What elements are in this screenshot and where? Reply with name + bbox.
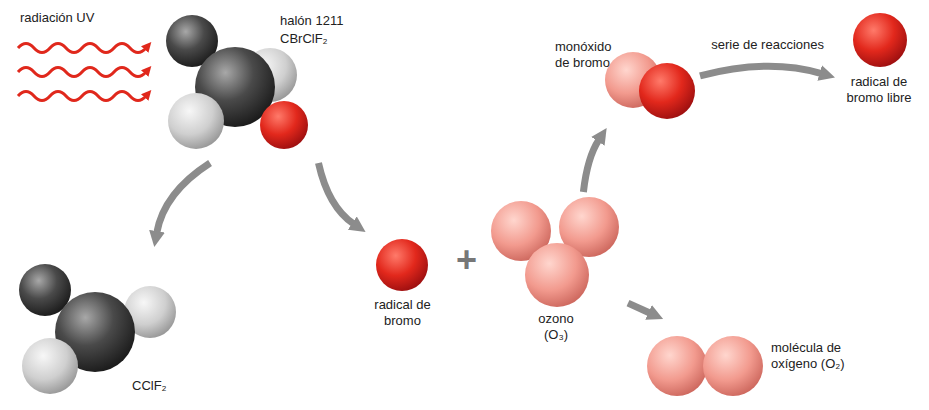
atom-sphere	[260, 101, 308, 149]
oxygen-molecule: molécula de oxígeno (O₂)	[645, 322, 882, 407]
arrow-label: serie de reacciones	[707, 36, 828, 54]
reaction-arrow	[583, 140, 599, 192]
atom-sphere	[525, 243, 589, 307]
molecule-drawing	[645, 322, 880, 407]
uv-wave	[18, 92, 146, 101]
reaction-arrow	[157, 163, 210, 233]
cclf2-molecule: CClF₂	[10, 250, 195, 400]
atom-sphere	[853, 13, 907, 67]
uv-wave	[18, 44, 146, 53]
reaction-arrow	[318, 163, 353, 224]
molecule-drawing	[10, 250, 195, 400]
uv-wave	[18, 68, 146, 77]
molecule-drawing	[160, 5, 365, 160]
molecule-label: CBrClF₂	[280, 31, 365, 47]
plus-sign: +	[456, 238, 477, 281]
ozone-molecule: ozono (O₃)	[485, 195, 625, 345]
atom-sphere	[639, 63, 695, 119]
radiation-label: radiación UV	[20, 10, 94, 26]
halon-molecule: halón 1211CBrClF₂	[160, 5, 367, 160]
molecule-label: molécula de oxígeno (O₂)	[771, 340, 853, 372]
atom-sphere	[647, 336, 707, 396]
atom-sphere	[168, 93, 224, 149]
molecule-label: radical de bromo libre	[838, 74, 920, 106]
bromine-radical: radical de bromo	[355, 235, 452, 340]
reaction-arrow	[700, 66, 822, 76]
molecule-label: ozono (O₃)	[530, 311, 582, 343]
bromine-monoxide: monóxido de bromo	[555, 25, 697, 125]
molecule-label: halón 1211	[280, 13, 365, 29]
free-bromine-radical: radical de bromo libre	[838, 8, 925, 148]
molecule-label: radical de bromo	[355, 297, 450, 329]
reaction-arrow	[628, 303, 650, 313]
molecule-label: CClF₂	[132, 378, 192, 394]
atom-sphere	[22, 338, 78, 394]
molecule-label: monóxido de bromo	[555, 39, 621, 71]
atom-sphere	[376, 239, 428, 291]
atom-sphere	[703, 336, 763, 396]
